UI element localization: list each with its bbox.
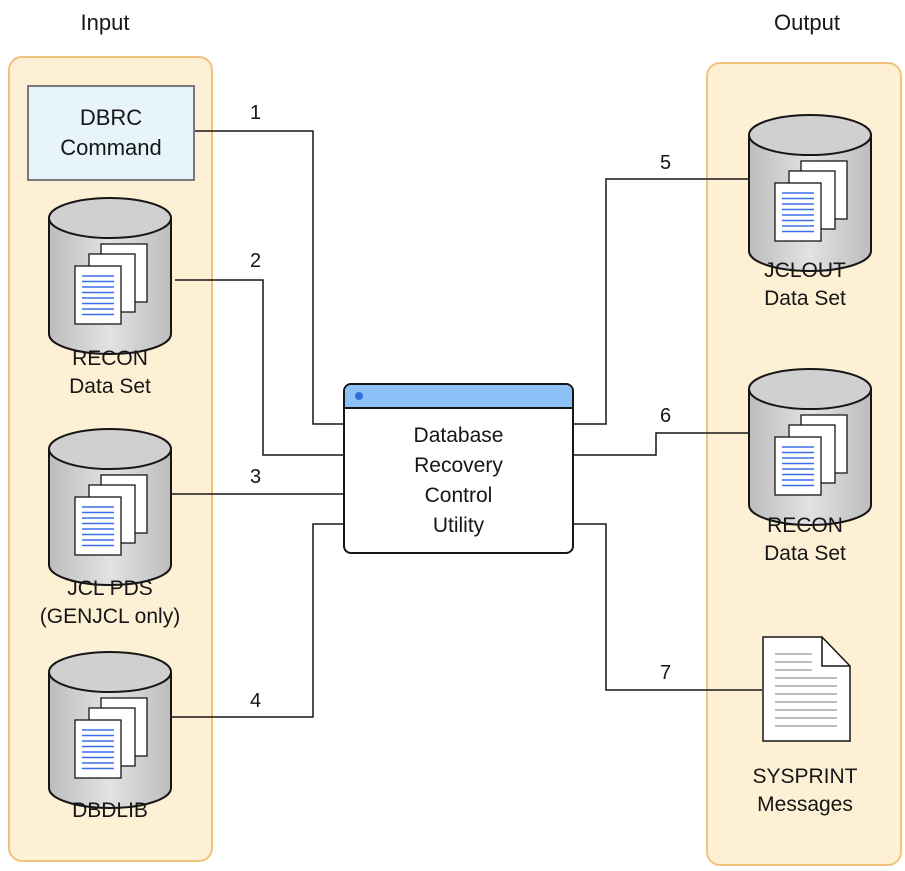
connector-5-label: 5 (660, 152, 672, 174)
connector-5-line (574, 178, 760, 425)
sysprint-document-icon (762, 636, 852, 747)
recon-input-label-line1: RECON (72, 347, 148, 370)
connector-6-label: 6 (660, 405, 672, 427)
dbrc-utility-window: Database Recovery Control Utility (343, 383, 574, 554)
window-dot-icon (355, 392, 363, 400)
jcl-pds-label: JCL PDS (GENJCL only) (20, 575, 200, 631)
recon-input-dataset-icon (45, 196, 175, 361)
recon-output-label-line1: RECON (767, 514, 843, 537)
output-title: Output (773, 10, 841, 35)
connector-7-label: 7 (660, 662, 672, 684)
jclout-dataset-icon (745, 113, 875, 278)
connector-3-label: 3 (250, 466, 262, 488)
connector-6-line (574, 432, 760, 456)
input-title: Input (80, 10, 130, 35)
jcl-pds-label-line2: (GENJCL only) (39, 605, 181, 628)
connector-4-line (160, 523, 345, 718)
jclout-label-line2: Data Set (764, 287, 846, 310)
jclout-label-line1: JCLOUT (764, 259, 846, 282)
sysprint-label-line1: SYSPRINT (752, 765, 858, 788)
utility-label-line1: Database (413, 424, 504, 447)
jclout-label: JCLOUT Data Set (715, 257, 895, 313)
utility-label-line2: Recovery (414, 454, 503, 477)
sysprint-label-line2: Messages (757, 793, 853, 816)
utility-label-line4: Utility (432, 514, 485, 537)
connector-7-line (574, 523, 762, 691)
recon-output-label-line2: Data Set (764, 542, 846, 565)
connector-1-line (195, 130, 345, 425)
recon-output-label: RECON Data Set (715, 512, 895, 568)
recon-output-dataset-icon (745, 367, 875, 532)
connector-1-label: 1 (250, 102, 262, 124)
jcl-pds-dataset-icon (45, 427, 175, 592)
dbrc-command-line1: DBRC (79, 105, 143, 130)
recon-input-label: RECON Data Set (20, 345, 200, 401)
utility-label: Database Recovery Control Utility (345, 421, 572, 541)
connector-2-label: 2 (250, 250, 262, 272)
jcl-pds-label-line1: JCL PDS (67, 577, 153, 600)
dbrc-command-box: DBRC Command (27, 85, 195, 181)
connector-4-label: 4 (250, 690, 262, 712)
connector-2-line (175, 279, 345, 456)
dbrc-command-line2: Command (60, 135, 162, 160)
sysprint-label: SYSPRINT Messages (715, 763, 895, 819)
utility-title-bar (345, 385, 572, 409)
utility-label-line3: Control (424, 484, 493, 507)
recon-input-label-line2: Data Set (69, 375, 151, 398)
dbdlib-dataset-icon (45, 650, 175, 815)
dbdlib-label: DBDLIB (72, 799, 148, 822)
